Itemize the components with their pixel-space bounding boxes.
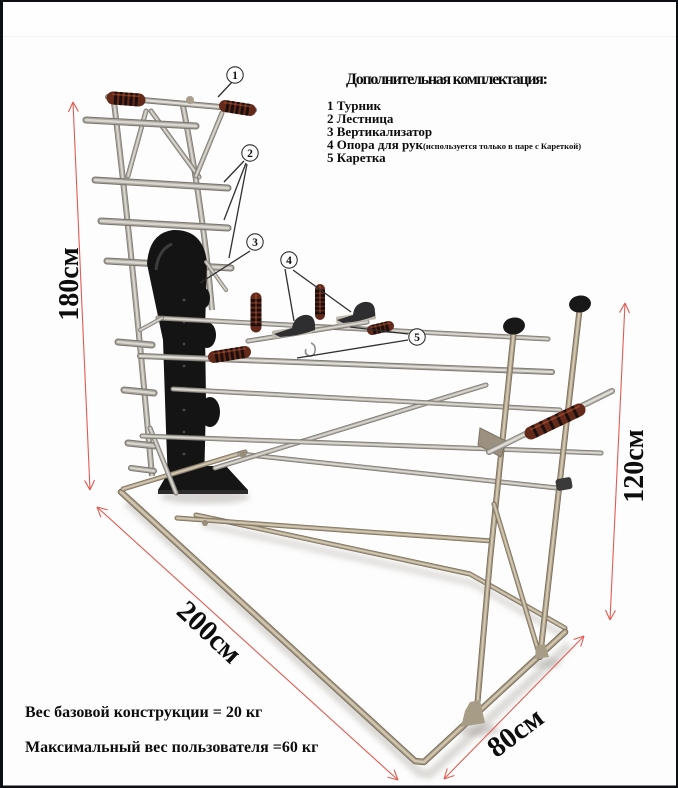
svg-text:3 Вертикализатор: 3 Вертикализатор	[327, 124, 432, 139]
svg-text:Дополнительная комплектация:: Дополнительная комплектация:	[346, 71, 548, 88]
svg-text:1 Турник: 1 Турник	[327, 98, 381, 113]
svg-text:Максимальный вес пользователя: Максимальный вес пользователя =60 кг	[25, 739, 318, 756]
svg-text:4 Опора для рук(используется т: 4 Опора для рук(используется только в па…	[327, 137, 581, 152]
svg-text:2: 2	[247, 148, 253, 160]
svg-text:180см: 180см	[54, 247, 85, 321]
svg-text:4: 4	[286, 255, 292, 267]
svg-text:1: 1	[232, 70, 238, 82]
svg-text:2 Лестница: 2 Лестница	[327, 111, 394, 126]
svg-text:5: 5	[414, 332, 420, 344]
svg-text:Вес базовой конструкции = 20 к: Вес базовой конструкции = 20 кг	[25, 704, 262, 721]
svg-text:3: 3	[252, 237, 258, 249]
svg-text:5 Каретка: 5 Каретка	[327, 150, 386, 165]
svg-text:120см: 120см	[619, 429, 650, 503]
